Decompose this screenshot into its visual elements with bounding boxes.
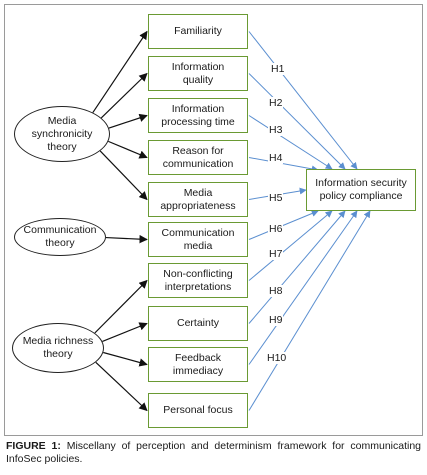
hypothesis-label-h9: H9 (268, 314, 284, 326)
hypothesis-arrow-certainty (248, 210, 346, 324)
hypothesis-arrow-non-conflicting-interpretations (248, 210, 333, 281)
hypothesis-label-h6: H6 (268, 223, 284, 235)
hypothesis-arrow-familiarity (248, 31, 358, 170)
hypothesis-label-h2: H2 (268, 97, 284, 109)
theory-arrows (92, 30, 148, 412)
hypothesis-arrow-information-quality (248, 73, 346, 170)
hypothesis-arrow-communication-media (248, 210, 319, 240)
hypothesis-arrow-personal-focus (248, 210, 371, 411)
hypothesis-arrow-reason-for-communication (248, 157, 319, 173)
hypothesis-label-h4: H4 (268, 152, 284, 164)
factor-media-appropriateness: Media appropriateness (148, 182, 248, 217)
hypothesis-arrow-information-processing-time (248, 115, 333, 170)
theory-communication: Communication theory (14, 218, 106, 256)
factor-information-quality: Information quality (148, 56, 248, 91)
theory-arrow-to-communication-media (105, 234, 148, 244)
factor-personal-focus: Personal focus (148, 393, 248, 428)
factor-familiarity: Familiarity (148, 14, 248, 49)
figure-caption: FIGURE 1: Miscellany of perception and d… (6, 440, 421, 466)
theory-arrow-to-media-appropriateness (99, 150, 148, 201)
hypothesis-label-h5: H5 (268, 192, 284, 204)
theory-arrow-to-certainty (102, 322, 148, 342)
theory-arrow-to-information-quality (100, 72, 148, 119)
theory-arrow-to-non-conflicting-interpretations (94, 279, 148, 334)
factor-feedback-immediacy: Feedback immediacy (148, 347, 248, 382)
hypothesis-label-h1: H1 (270, 63, 286, 75)
outcome-infosec-policy-compliance: Information security policy compliance (306, 169, 416, 211)
figure-frame (4, 4, 423, 436)
diagram-canvas (92, 30, 371, 412)
theory-arrow-to-familiarity (92, 30, 148, 113)
factor-communication-media: Communication media (148, 222, 248, 257)
theory-arrow-to-feedback-immediacy (103, 351, 148, 367)
theory-arrow-to-reason-for-communication (108, 140, 148, 159)
caption-prefix: FIGURE 1: (6, 440, 61, 452)
theory-media-richness: Media richness theory (12, 323, 104, 373)
factor-certainty: Certainty (148, 306, 248, 341)
factor-non-conflicting-interpretations: Non-conflicting interpretations (148, 263, 248, 298)
hypothesis-label-h7: H7 (268, 248, 284, 260)
hypothesis-arrows (248, 31, 371, 411)
factor-information-processing-time: Information processing time (148, 98, 248, 133)
theory-arrow-to-personal-focus (95, 361, 148, 412)
hypothesis-label-h8: H8 (268, 285, 284, 297)
caption-text: Miscellany of perception and determinism… (6, 440, 422, 465)
hypothesis-arrow-feedback-immediacy (248, 210, 358, 365)
theory-media-synchronicity: Media synchronicity theory (14, 106, 110, 162)
hypothesis-label-h10: H10 (266, 352, 288, 364)
factor-reason-for-communication: Reason for communication (148, 140, 248, 175)
hypothesis-label-h3: H3 (268, 124, 284, 136)
theory-arrow-to-information-processing-time (108, 113, 148, 129)
